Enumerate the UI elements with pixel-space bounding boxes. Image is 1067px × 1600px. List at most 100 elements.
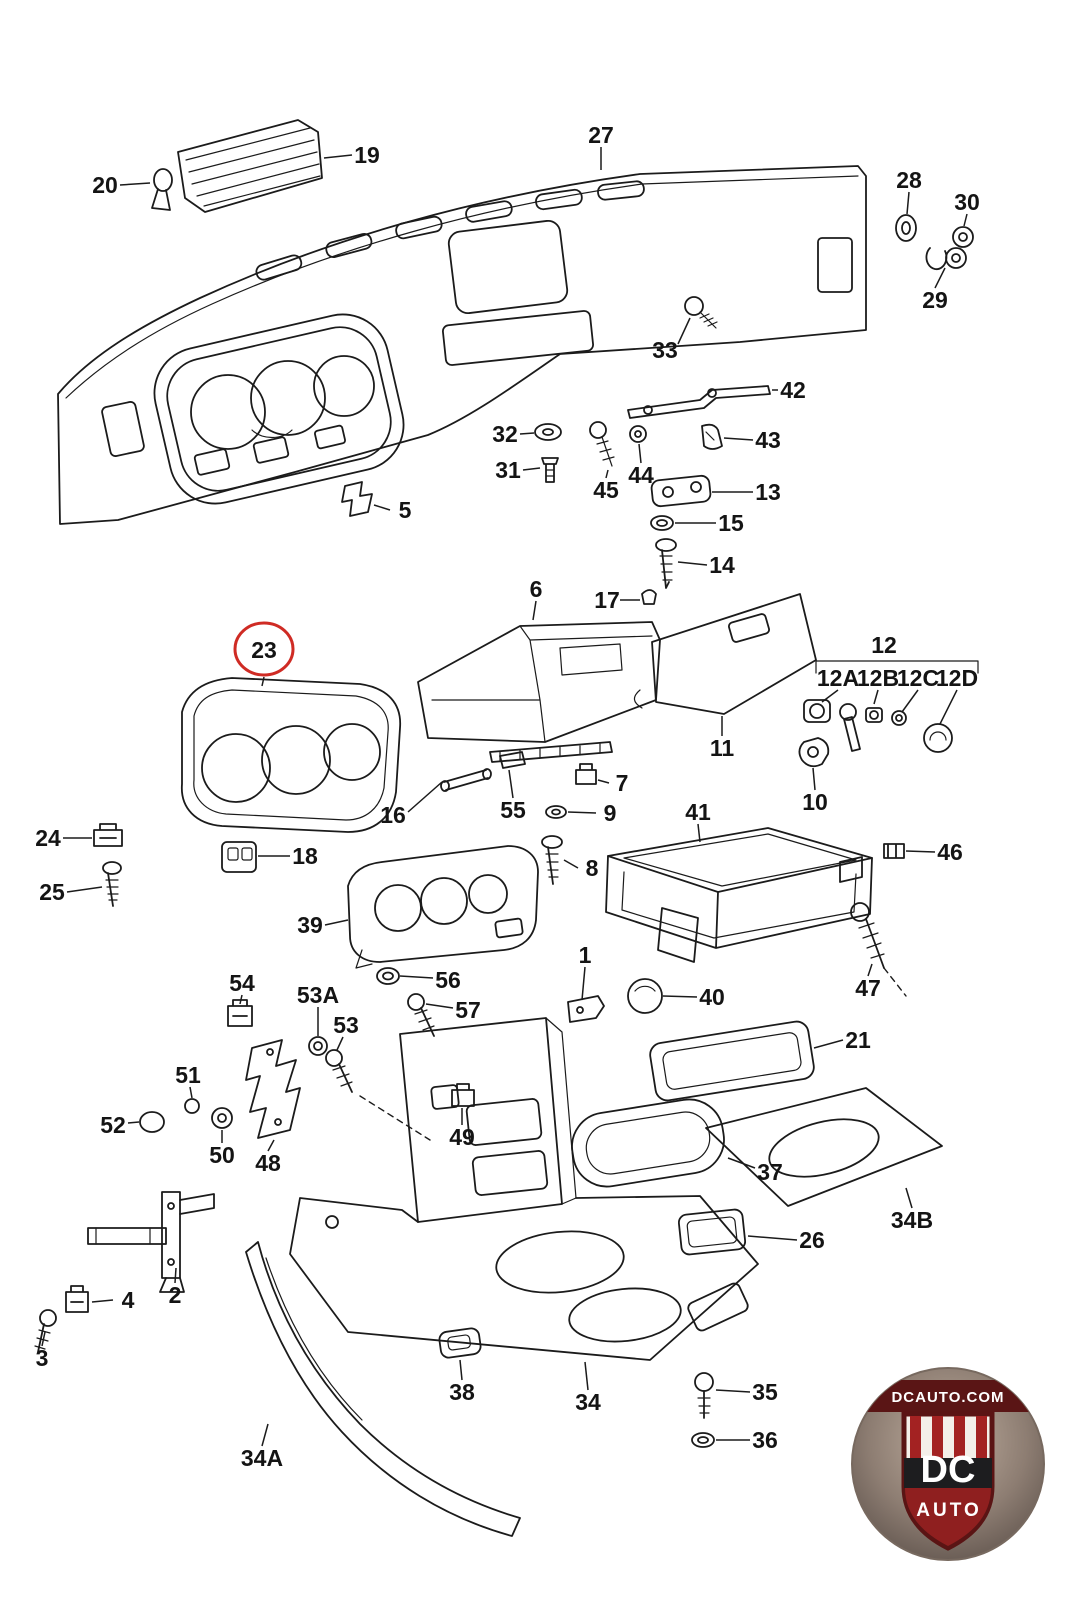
part-1-bracket (567, 995, 605, 1023)
diagram-line-art (34, 119, 979, 1537)
leader-line-38 (459, 1359, 463, 1381)
part-label-12C: 12C (897, 665, 939, 691)
part-21-vent-frame (649, 1020, 815, 1102)
leader-line-53 (336, 1036, 344, 1051)
part-label-10: 10 (802, 789, 828, 815)
part-label-39: 39 (297, 912, 323, 938)
fasteners-14-15-17 (641, 515, 677, 605)
leader-line-48 (267, 1139, 275, 1152)
part-label-46: 46 (937, 839, 963, 865)
fasteners-44-45 (589, 421, 647, 467)
part-13-bracket (650, 474, 712, 508)
leader-line-7 (597, 779, 610, 784)
part-46-bolt (883, 843, 905, 859)
part-label-25: 25 (39, 879, 65, 905)
part-label-53A: 53A (297, 982, 339, 1008)
part-label-34A: 34A (241, 1445, 283, 1471)
part-27-dashboard (57, 165, 867, 525)
leader-line-8 (563, 859, 579, 869)
part-label-8: 8 (586, 855, 599, 881)
part-label-34B: 34B (891, 1207, 933, 1233)
part-38-switch (438, 1327, 482, 1359)
part-42-bracket (627, 385, 771, 419)
part-label-32: 32 (492, 421, 518, 447)
part-label-33: 33 (652, 337, 678, 363)
leader-line-43 (723, 437, 754, 441)
part-23-instrument-surround (181, 677, 401, 833)
part-label-13: 13 (755, 479, 781, 505)
part-label-6: 6 (530, 576, 543, 602)
leader-line-34A (261, 1423, 269, 1447)
leader-line-30 (963, 213, 968, 227)
part-label-35: 35 (752, 1379, 778, 1405)
leader-line-6 (532, 600, 537, 621)
part-label-57: 57 (455, 997, 481, 1023)
badge-dc-text: DC (921, 1449, 976, 1491)
part-11-glovebox-door (633, 593, 817, 715)
leader-line-21 (813, 1039, 844, 1049)
part-label-28: 28 (896, 167, 922, 193)
part-47-screw (850, 902, 907, 997)
part-34-console (289, 1017, 759, 1361)
leader-line-12D (939, 689, 958, 725)
part-34a-trim (245, 1241, 521, 1537)
part-label-41: 41 (685, 799, 711, 825)
part-label-44: 44 (628, 462, 654, 488)
part-33-screw (684, 296, 718, 329)
part-label-1: 1 (579, 942, 592, 968)
part-label-11: 11 (710, 735, 735, 761)
leader-line-16 (407, 781, 443, 813)
part-label-17: 17 (594, 587, 620, 613)
leader-line-25 (66, 886, 103, 893)
part-label-9: 9 (604, 800, 617, 826)
part-label-15: 15 (718, 510, 744, 536)
part-49-clip (451, 1083, 475, 1107)
fasteners-28-29-30 (895, 214, 974, 271)
leader-line-54 (239, 994, 243, 1005)
part-label-56: 56 (435, 967, 461, 993)
leader-line-52 (127, 1121, 140, 1124)
part-16-pin (440, 768, 492, 792)
leader-line-33 (677, 317, 691, 345)
part-label-4: 4 (122, 1287, 135, 1313)
part-label-50: 50 (209, 1142, 235, 1168)
part-label-19: 19 (354, 142, 380, 168)
part-label-12: 12 (871, 632, 897, 658)
parts-53-54 (227, 999, 431, 1141)
part-12-group-rule (815, 660, 979, 674)
part-label-47: 47 (855, 975, 881, 1001)
part-label-27: 27 (588, 122, 614, 148)
leader-lines (41, 147, 968, 1447)
leader-line-35 (715, 1389, 751, 1393)
part-label-48: 48 (255, 1150, 281, 1176)
leader-line-41 (697, 823, 701, 843)
lock-parts-10-12 (798, 699, 953, 768)
part-label-55: 55 (500, 797, 526, 823)
part-5-clip (341, 481, 373, 517)
part-20-clip (151, 168, 173, 211)
part-39-gauge-bezel (347, 845, 539, 969)
part-label-38: 38 (449, 1379, 475, 1405)
part-label-23: 23 (251, 637, 277, 663)
parts-24-25 (93, 823, 123, 907)
leader-line-47 (867, 963, 873, 977)
part-26-tray (677, 1208, 747, 1256)
leader-line-46 (905, 850, 936, 853)
parts-3-4 (34, 1285, 89, 1353)
part-label-43: 43 (755, 427, 781, 453)
part-label-54: 54 (229, 970, 255, 996)
leader-line-1 (581, 966, 586, 1001)
part-label-29: 29 (922, 287, 948, 313)
part-label-3: 3 (36, 1345, 49, 1371)
part-label-31: 31 (495, 457, 521, 483)
part-18-switch (221, 841, 257, 873)
leader-line-31 (522, 467, 541, 471)
part-label-37: 37 (757, 1159, 783, 1185)
part-40-plug (627, 978, 663, 1014)
highlight-circle (233, 621, 295, 677)
leader-line-44 (638, 443, 642, 464)
part-label-30: 30 (954, 189, 980, 215)
leader-line-55 (508, 769, 514, 799)
part-label-49: 49 (449, 1124, 475, 1150)
